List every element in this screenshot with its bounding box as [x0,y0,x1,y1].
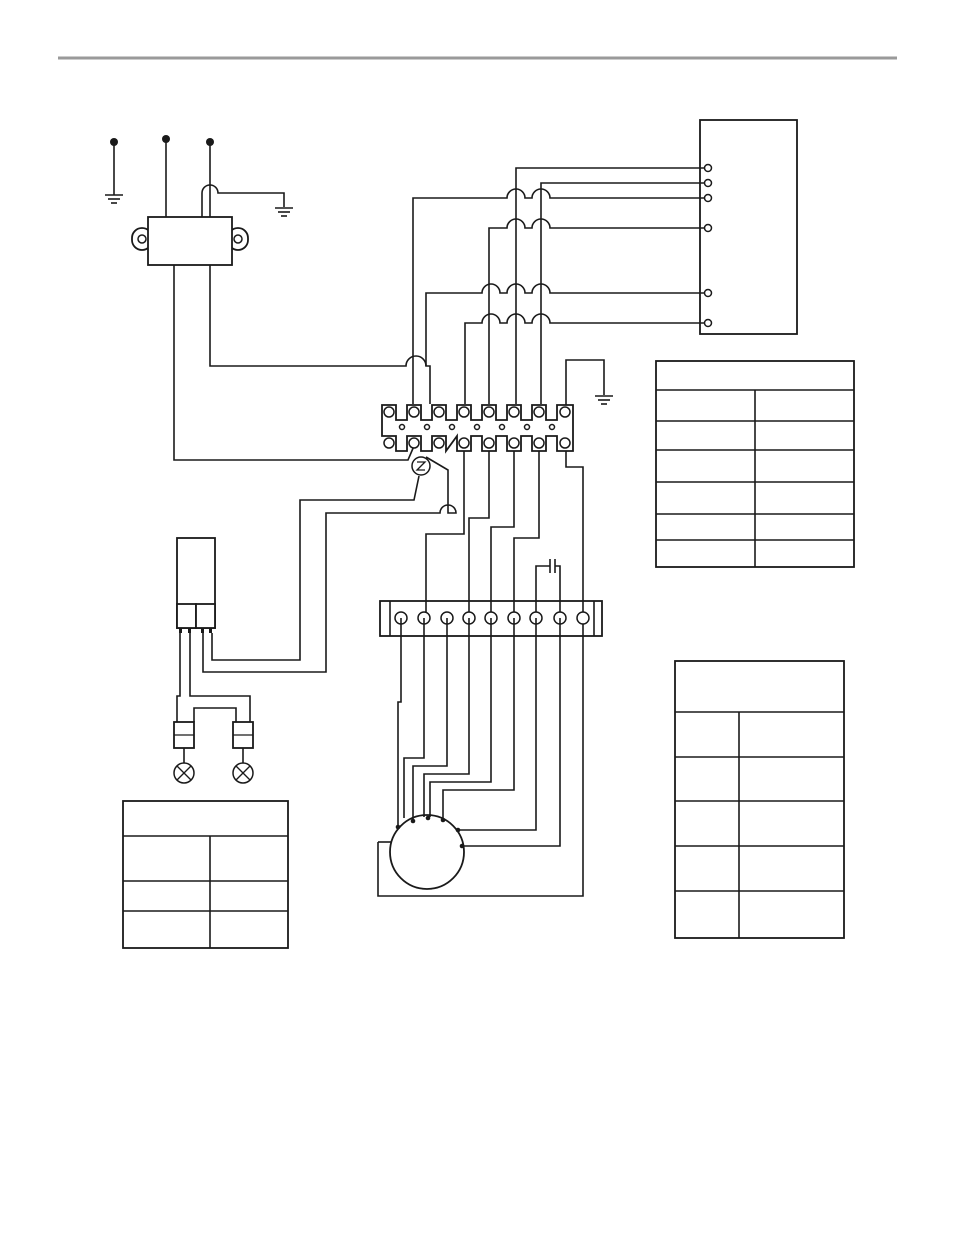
lamp-icon [173,762,195,784]
screw-terminal-icon [383,406,571,449]
motor [377,618,584,897]
ground-icon [275,207,293,217]
light-switch [176,537,216,633]
lamp-left [173,721,195,784]
power-input-leads [105,135,293,217]
control-board [699,119,798,335]
terminal-block [381,359,613,476]
ground-icon [595,395,613,405]
capacitor-icon [535,559,561,612]
table-left [122,800,289,949]
table-right-lower [674,660,845,939]
junction-box [131,216,249,266]
lamp-right [232,721,254,784]
control-wires [412,167,704,404]
lamp-icon [232,762,254,784]
ground-icon [105,194,123,204]
motor-icon [389,814,465,890]
table-right-upper [655,360,855,568]
